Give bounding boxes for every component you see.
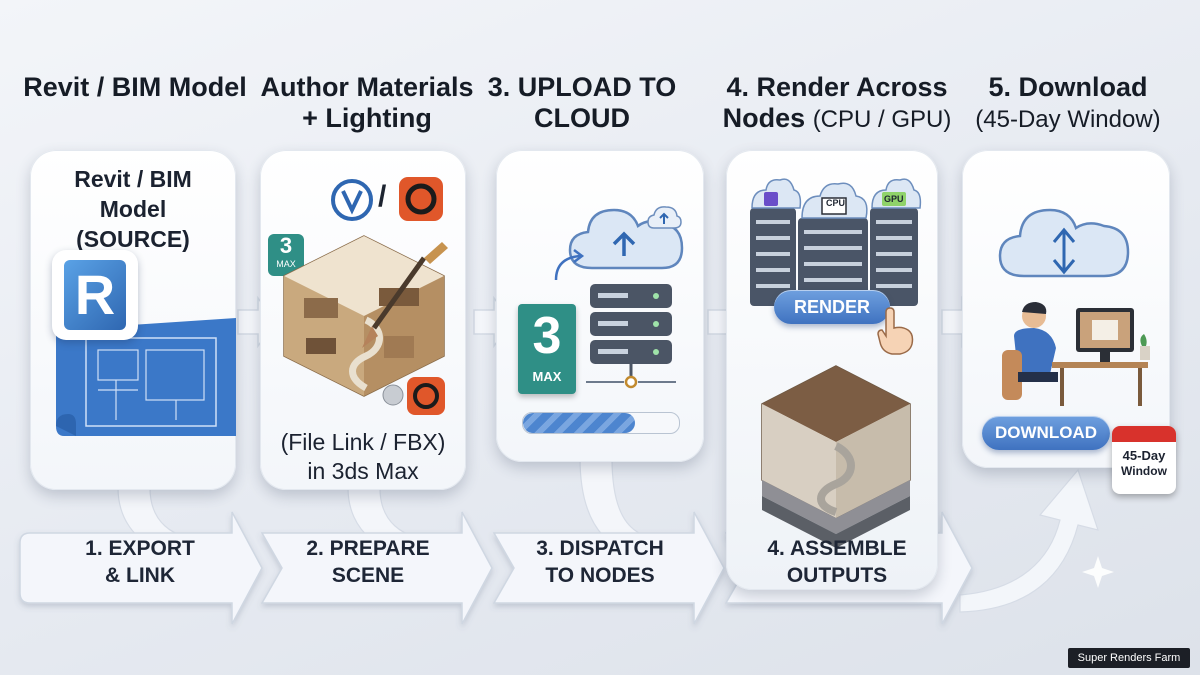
step-3-line-2: TO NODES — [545, 564, 655, 587]
slash-separator: / — [378, 180, 387, 213]
render-node-servers-icon — [750, 178, 922, 306]
step-4-line-1: 4. ASSEMBLE — [767, 537, 907, 560]
revit-logo-icon: R — [64, 260, 126, 330]
vray-logo-icon — [331, 179, 373, 221]
download-button[interactable]: DOWNLOAD — [982, 416, 1110, 450]
calendar-icon: 45-Day Window — [1112, 426, 1176, 494]
max-small-tile: 3 MAX — [268, 234, 304, 276]
step-arrow-1 — [19, 511, 263, 625]
render-button[interactable]: RENDER — [774, 290, 890, 324]
title-render-across-nodes: 4. Render Across Nodes (CPU / GPU) — [712, 72, 962, 135]
corona-small-logo-icon — [407, 377, 445, 415]
upload-progress-bar — [522, 412, 680, 434]
file-link-line-1: (File Link / FBX) — [280, 429, 446, 455]
card-download: DOWNLOAD — [962, 150, 1170, 468]
step-1-line-2: & LINK — [105, 564, 175, 587]
swoosh-up-to-download — [959, 468, 1099, 613]
material-sphere-icon — [382, 384, 404, 406]
upload-arrow-icon — [554, 249, 585, 281]
file-link-line-2: in 3ds Max — [307, 458, 419, 484]
corona-logo-icon — [399, 177, 443, 221]
title-upload-to-cloud: 3. UPLOAD TO CLOUD — [487, 72, 677, 133]
user-at-desk-illustration — [1002, 302, 1150, 406]
step-2-label: 2. PREPARE SCENE — [278, 535, 458, 589]
title-download: 5. Download (45-Day Window) — [958, 72, 1178, 135]
max-big-label: MAX — [532, 369, 562, 384]
source-line-1: Revit / BIM — [74, 166, 192, 192]
step-4-label: 4. ASSEMBLE OUTPUTS — [742, 535, 932, 589]
title-author-materials: Author Materials + Lighting — [260, 72, 474, 133]
title-download-main: 5. Download — [988, 72, 1148, 102]
title-download-sub: (45-Day Window) — [975, 106, 1161, 133]
calendar-header — [1112, 426, 1176, 442]
cpu-chip-label: CPU — [826, 198, 846, 208]
step-2-line-1: 2. PREPARE — [306, 537, 430, 560]
card-render-nodes: CPU GPU RENDER — [726, 150, 938, 590]
stair-interior-illustration — [761, 365, 911, 548]
step-4-line-2: OUTPUTS — [786, 564, 888, 587]
title-render-main: 4. Render Across Nodes — [722, 72, 948, 133]
max-file-icon: 3 MAX — [518, 304, 576, 394]
card-revit-source: Revit / BIM Model (SOURCE) R — [30, 150, 236, 490]
title-render-sub: (CPU / GPU) — [812, 106, 952, 133]
step-2-line-2: SCENE — [331, 564, 405, 587]
card-author-materials: / 3 MAX (File Link / FBX) in 3ds Max — [260, 150, 466, 490]
brand-footer: Super Renders Farm — [1068, 648, 1190, 668]
max-big-3: 3 — [532, 307, 562, 365]
step-arrow-2 — [260, 511, 493, 625]
server-stack-icon — [586, 284, 676, 389]
upload-progress-fill — [523, 413, 636, 433]
step-1-label: 1. EXPORT & LINK — [50, 535, 230, 589]
max-small-label: MAX — [276, 259, 296, 269]
calendar-line-1: 45-Day — [1122, 448, 1166, 463]
source-line-2: Model — [99, 196, 167, 222]
title-revit-bim-model: Revit / BIM Model — [23, 72, 247, 102]
max-small-3: 3 — [279, 233, 293, 258]
step-arrow-3 — [492, 511, 725, 625]
source-line-3: (SOURCE) — [76, 226, 190, 252]
step-1-line-1: 1. EXPORT — [85, 537, 195, 560]
card-upload-cloud: 3 MAX — [496, 150, 704, 462]
blueprint-icon — [56, 318, 236, 436]
gpu-chip-label: GPU — [884, 194, 904, 204]
calendar-line-2: Window — [1121, 464, 1167, 478]
step-3-line-1: 3. DISPATCH — [536, 537, 664, 560]
step-3-label: 3. DISPATCH TO NODES — [510, 535, 690, 589]
cloud-small-upload-icon — [647, 206, 682, 229]
interior-model-illustration — [283, 235, 448, 397]
revit-logo-tile: R — [52, 250, 138, 340]
cloud-download-icon — [998, 208, 1130, 278]
pointer-hand-icon — [877, 307, 914, 355]
sparkle-icon — [1082, 556, 1114, 588]
